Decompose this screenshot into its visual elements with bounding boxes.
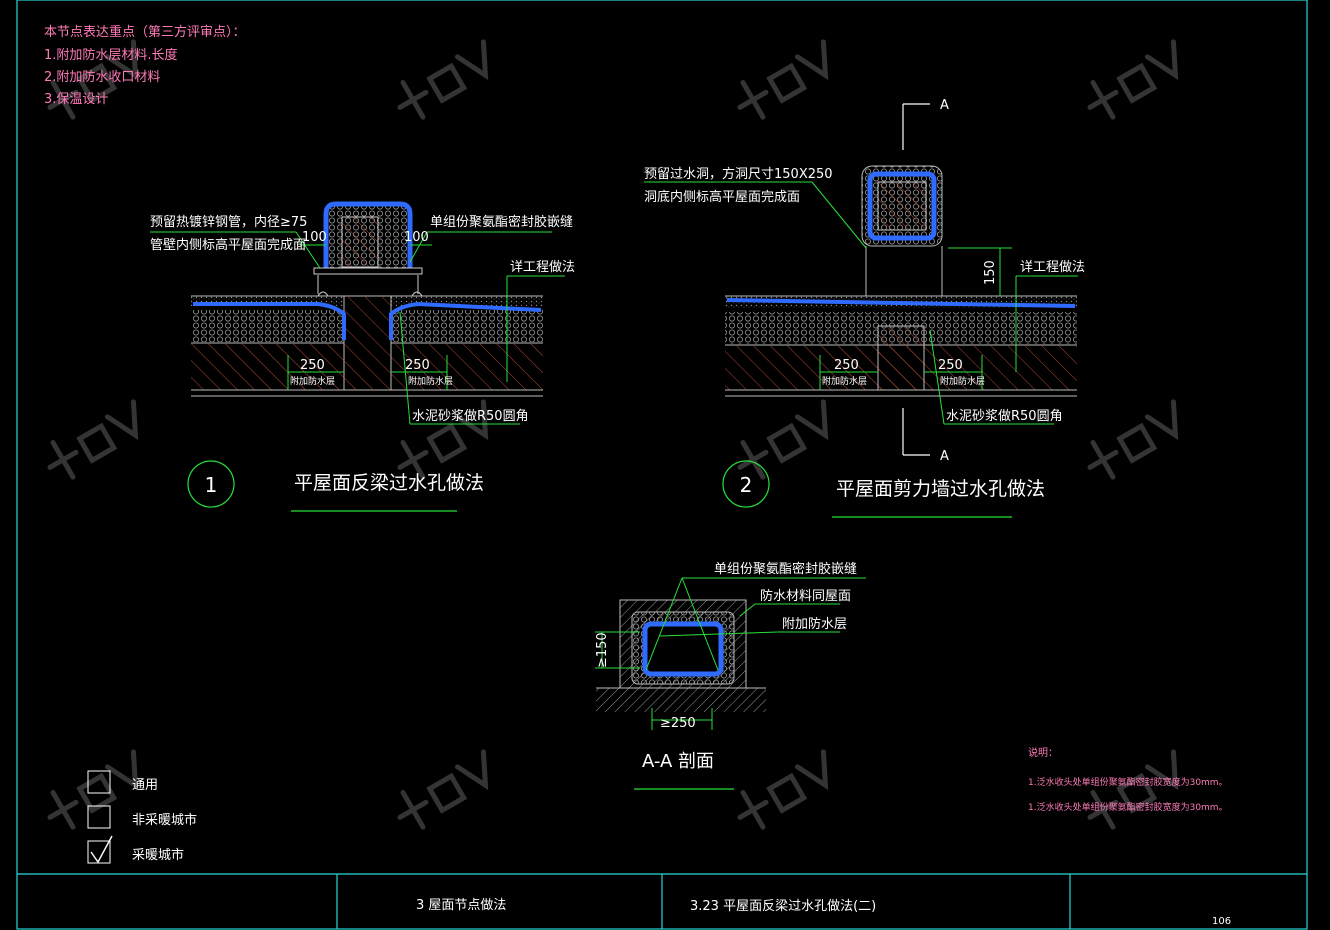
dim-label: 100 [302,230,327,245]
explanation-heading: 说明： [1028,746,1058,759]
review-notes: 本节点表达重点（第三方评审点）： 1.附加防水层材料.长度 2.附加防水收口材料… [44,24,246,107]
layer-label: 附加防水层 [408,375,453,387]
detail-title: 平屋面反梁过水孔做法 [294,472,484,494]
dim-label: 250 [938,358,963,373]
dim-label: 100 [404,230,429,245]
callout-mortar: 水泥砂浆做R50圆角 [946,409,1063,424]
callout-project: 详工程做法 [1020,260,1085,275]
legend: 通用 非采暖城市 采暖城市 [87,770,197,864]
check-icon [90,835,113,864]
page-number: 106 [1212,916,1231,927]
dim-label: 250 [405,358,430,373]
legend-box-checked [87,840,111,864]
dim-label: ≥250 [660,716,696,731]
callout-material: 防水材料同屋面 [760,588,851,604]
waterproof-membrane [726,298,1076,308]
detail-1: 预留热镀锌钢管，内径≥75 管壁内侧标高平屋面完成面 单组份聚氨酯密封胶嵌缝 详… [150,201,575,512]
legend-label: 非采暖城市 [132,812,197,828]
layer-label: 附加防水层 [940,375,985,387]
section-mark-bottom: A [940,449,949,464]
detail-2: A A 预留过水洞，方洞尺寸150X250 洞底内侧标高平屋面完成面 详工程做法… [644,98,1085,518]
notes-item: 1.附加防水层材料.长度 [44,47,178,63]
callout-sealant: 单组份聚氨酯密封胶嵌缝 [430,214,573,230]
callout-pipe: 预留热镀锌钢管，内径≥75 [150,214,307,230]
notes-item: 3.保温设计 [44,92,108,107]
notes-heading: 本节点表达重点（第三方评审点）： [44,24,246,40]
detail-number: 1 [205,473,218,497]
dim-label: ≥150 [595,632,610,668]
section-a-a: 单组份聚氨酯密封胶嵌缝 防水材料同屋面 附加防水层 ≥150 ≥250 A-A … [595,561,866,790]
opening-wrap [642,621,724,677]
notes-item: 2.附加防水收口材料 [44,69,160,85]
layer-label: 附加防水层 [822,375,867,387]
drawing-title: 3.23 平屋面反梁过水孔做法(二) [690,899,876,914]
callout-mortar: 水泥砂浆做R50圆角 [412,409,529,424]
section-title: A-A 剖面 [642,751,714,772]
waterproof-wrap [323,201,413,272]
waterproof-membrane [193,301,542,340]
title-block: 3 屋面节点做法 3.23 平屋面反梁过水孔做法(二) 106 [416,898,1231,927]
watermarks [47,39,1179,830]
section-mark-top: A [940,98,949,113]
explanation: 说明： 1.泛水收头处单组份聚氨酯密封胶宽度为30mm。 1.泛水收头处单组份聚… [1028,746,1228,813]
callout-project: 详工程做法 [510,260,575,275]
callout-additional-layer: 附加防水层 [782,616,847,632]
dim-label: 150 [983,260,998,285]
callout-pipe-level: 管壁内侧标高平屋面完成面 [150,237,306,253]
callout-sealant: 单组份聚氨酯密封胶嵌缝 [714,561,857,577]
dim-label: 250 [300,358,325,373]
sheet-frame [16,0,1308,930]
ground [596,688,766,712]
legend-box [87,770,111,794]
legend-label: 通用 [132,778,158,793]
callout-opening: 预留过水洞，方洞尺寸150X250 [644,166,833,182]
dim-label: 250 [834,358,859,373]
explanation-line: 1.泛水收头处单组份聚氨酯密封胶宽度为30mm。 [1028,776,1228,788]
callout-opening-level: 洞底内侧标高平屋面完成面 [644,189,800,205]
detail-title: 平屋面剪力墙过水孔做法 [836,478,1045,500]
legend-label: 采暖城市 [132,847,184,863]
detail-number-circle [722,460,770,508]
detail-number: 2 [740,473,753,497]
chapter-title: 3 屋面节点做法 [416,898,506,913]
detail-number-circle [187,460,235,508]
explanation-line: 1.泛水收头处单组份聚氨酯密封胶宽度为30mm。 [1028,801,1228,813]
legend-box [87,805,111,829]
layer-label: 附加防水层 [290,375,335,387]
